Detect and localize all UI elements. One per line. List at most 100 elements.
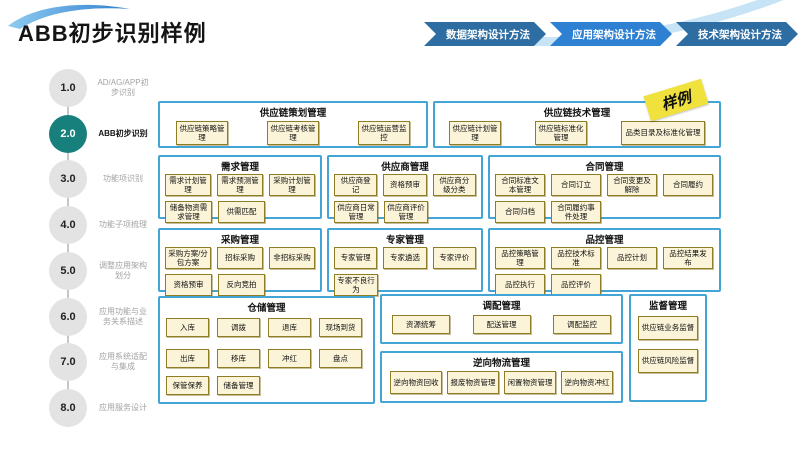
module-box: 配送管理 [472,315,531,334]
group-title: 采购管理 [220,235,259,246]
module-box: 资格预审 [383,174,427,196]
module-box: 供应链标准化管理 [535,121,587,145]
module-box: 合同归档 [495,201,545,223]
module-box: 采购计划管理 [269,174,315,196]
module-box: 资源统筹 [392,315,450,334]
sidebar-step-4[interactable]: 4.0 功能子项梳理 [49,203,150,247]
step-number: 3.0 [49,160,87,198]
module-box: 专家不良行为 [334,274,378,296]
sidebar-step-6[interactable]: 6.0 应用功能与业务关系描述 [49,295,150,339]
module-box: 供应链风险监督 [638,349,698,373]
sidebar-step-5[interactable]: 5.0 调整应用架构划分 [49,249,150,293]
sidebar-step-1[interactable]: 1.0 AD/AG/APP初步识别 [49,66,150,110]
module-box: 品控技术标准 [551,247,601,269]
module-box: 需求计划管理 [165,174,211,196]
group-expert-management: 专家管理 专家管理 专家遴选 专家评价 专家不良行为 [327,228,483,296]
step-number: 1.0 [49,69,87,107]
module-box: 盘点 [319,349,362,368]
step-label: 应用系统适配与集成 [99,351,147,371]
group-warehouse-management: 仓储管理 入库 调拨 退库 现场到货 出库 移库 冲红 盘点 保管保养 储备管理 [158,296,375,404]
step-label: 应用功能与业务关系描述 [99,306,147,326]
module-box: 供应商评价管理 [384,201,428,223]
module-box: 合同履约 [663,174,713,196]
group-supply-chain-technology: 供应链技术管理 供应链计划管理 供应链标准化管理 品类目录及标准化管理 [433,101,721,148]
group-reverse-logistics-management: 逆向物流管理 逆向物资回收 报废物资管理 闲置物资管理 逆向物资冲红 [380,351,623,403]
step-label: 调整应用架构划分 [99,260,147,280]
module-box: 品类目录及标准化管理 [621,121,705,145]
module-box: 保管保养 [166,376,209,395]
sidebar-step-7[interactable]: 7.0 应用系统适配与集成 [49,340,150,384]
group-title: 供应链策划管理 [259,108,327,119]
module-box: 供应商日常管理 [334,201,378,223]
module-box: 专家评价 [432,247,476,269]
module-box: 合同履约事件处理 [551,201,601,223]
module-box: 移库 [217,349,260,368]
group-title: 品控管理 [585,235,624,246]
module-box: 反向竞拍 [218,274,265,296]
tab-data-architecture[interactable]: 数据架构设计方法 [424,22,546,46]
module-box: 供应链业务监督 [638,316,698,340]
group-demand-management: 需求管理 需求计划管理 需求预测管理 采购计划管理 储备物资需求管理 供需匹配 [158,155,322,223]
step-label: AD/AG/APP初步识别 [97,77,149,97]
group-title: 专家管理 [385,235,424,246]
method-tabs: 数据架构设计方法 应用架构设计方法 技术架构设计方法 [424,22,798,46]
group-title: 逆向物流管理 [472,358,530,369]
module-box: 非招标采购 [269,247,315,269]
module-box: 专家管理 [334,247,378,269]
sidebar-step-2[interactable]: 2.0 ABB初步识别 [49,112,150,156]
module-box: 品控结果发布 [663,247,713,269]
group-allocation-management: 调配管理 资源统筹 配送管理 调配监控 [380,294,623,344]
group-title: 需求管理 [220,162,259,173]
step-label: 功能子项梳理 [99,219,147,229]
group-title: 仓储管理 [247,303,286,314]
module-box: 冲红 [268,349,311,368]
group-procurement-management: 采购管理 采购方案/分包方案 招标采购 非招标采购 资格预审 反向竞拍 [158,228,322,296]
group-contract-management: 合同管理 合同标准文本管理 合同订立 合同变更及解除 合同履约 合同归档 合同履… [488,155,721,223]
step-label: ABB初步识别 [98,128,148,138]
module-box: 入库 [166,318,209,337]
module-box: 专家遴选 [383,247,427,269]
group-title: 供应商管理 [381,162,429,173]
module-box: 闲置物资管理 [504,371,556,394]
sidebar-step-8[interactable]: 8.0 应用服务设计 [49,386,150,430]
step-connector-line [67,88,69,408]
sidebar-step-3[interactable]: 3.0 功能项识别 [49,157,150,201]
module-box: 合同标准文本管理 [495,174,545,196]
module-box: 逆向物资冲红 [561,371,613,394]
step-label: 功能项识别 [103,173,143,183]
group-title: 供应链技术管理 [543,108,611,119]
module-box: 品控执行 [495,274,545,296]
step-number: 6.0 [49,298,87,336]
module-box: 调配监控 [553,315,611,334]
module-box: 出库 [166,349,209,368]
group-quality-control-management: 品控管理 品控策略管理 品控技术标准 品控计划 品控结果发布 品控执行 品控评价 [488,228,721,296]
tab-technology-architecture[interactable]: 技术架构设计方法 [676,22,798,46]
module-box: 报废物资管理 [447,371,499,394]
module-box: 储备物资需求管理 [165,201,212,223]
page-title: ABB初步识别样例 [18,21,207,46]
module-box: 招标采购 [217,247,263,269]
group-title: 监督管理 [648,301,687,312]
step-number: 4.0 [49,206,87,244]
logo-swoosh-icon [8,4,130,29]
tab-application-architecture[interactable]: 应用架构设计方法 [550,22,672,46]
module-box: 需求预测管理 [217,174,263,196]
module-box: 供应链考核管理 [267,121,319,145]
module-box: 调拨 [217,318,260,337]
group-supplier-management: 供应商管理 供应商登记 资格预审 供应商分级分类 供应商日常管理 供应商评价管理 [327,155,483,223]
module-box: 供应商分级分类 [432,174,476,196]
module-box: 储备管理 [217,376,260,395]
module-box: 采购方案/分包方案 [165,247,211,269]
module-box: 逆向物资回收 [390,371,442,394]
module-box: 退库 [268,318,311,337]
step-number: 8.0 [49,389,87,427]
module-box: 供应链策略管理 [176,121,228,145]
group-supervision-management: 监督管理 供应链业务监督 供应链风险监督 [629,294,707,402]
step-number: 2.0 [49,115,87,153]
group-supply-chain-planning: 供应链策划管理 供应链策略管理 供应链考核管理 供应链运营监控 [158,101,428,148]
module-box: 供应链运营监控 [358,121,410,145]
module-box: 供需匹配 [218,201,265,223]
step-number: 7.0 [49,343,87,381]
module-box: 供应商登记 [334,174,378,196]
